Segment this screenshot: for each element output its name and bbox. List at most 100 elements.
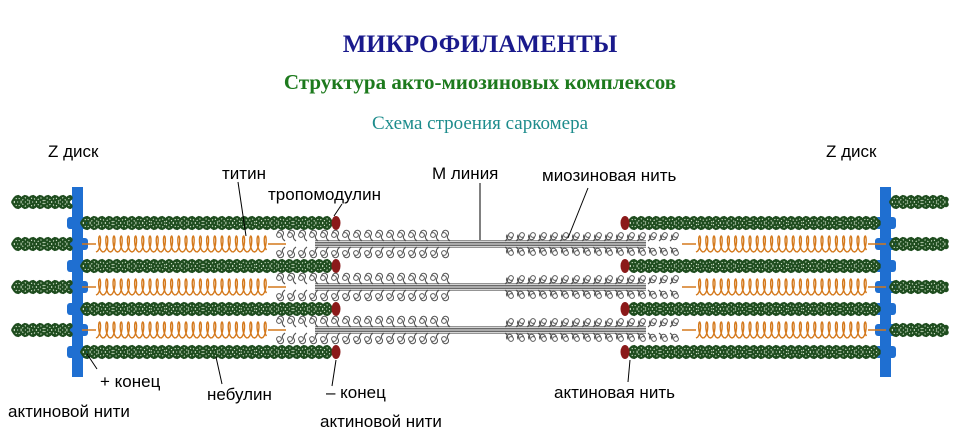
myosin-head-loop	[419, 250, 425, 256]
myosin-head-loop	[375, 336, 381, 342]
myosin-head	[298, 246, 308, 259]
myosin-head	[430, 289, 440, 302]
myosin-head-loop	[298, 232, 304, 238]
myosin-head-loop	[585, 336, 591, 342]
myosin-head	[419, 272, 429, 285]
myosin-head	[331, 229, 341, 242]
myosin-head	[658, 289, 668, 297]
myosin-head	[614, 234, 624, 242]
myosin-head	[669, 320, 679, 328]
tropomodulin-cap-left	[331, 345, 341, 359]
myosin-head	[342, 229, 352, 242]
myosin-head	[647, 277, 657, 285]
myosin-head-loop	[530, 318, 536, 324]
titin-coil	[695, 234, 868, 253]
myosin-head	[570, 320, 580, 328]
myosin-filament	[276, 315, 679, 345]
myosin-head-loop	[331, 250, 337, 256]
actin-strand	[11, 279, 73, 295]
z-disk-anchor	[875, 346, 896, 358]
myosin-head-loop	[342, 293, 348, 299]
myosin-head-loop	[276, 336, 282, 342]
tropomodulin-cap-left	[331, 216, 341, 230]
myosin-head	[526, 289, 536, 297]
myosin-head	[353, 289, 363, 302]
myosin-head-loop	[441, 232, 447, 238]
diagram-caption: Схема строения саркомера	[371, 113, 589, 134]
tropomodulin-cap-right	[620, 259, 630, 273]
myosin-head-loop	[519, 336, 525, 342]
myosin-head-loop	[375, 232, 381, 238]
myosin-head-loop	[662, 275, 668, 281]
myosin-head	[526, 277, 536, 285]
myosin-head-loop	[408, 232, 414, 238]
myosin-head	[603, 246, 613, 254]
myosin-head-loop	[585, 275, 591, 281]
myosin-head	[636, 332, 646, 340]
myosin-head	[548, 277, 558, 285]
myosin-head	[441, 289, 451, 302]
myosin-head	[342, 289, 352, 302]
myosin-head	[331, 332, 341, 345]
myosin-filament	[276, 272, 679, 302]
actin-strand	[11, 322, 73, 338]
titin-spring-right	[682, 320, 886, 339]
myosin-head-loop	[519, 275, 525, 281]
myosin-head-loop	[552, 232, 558, 238]
myosin-head-loop	[276, 232, 282, 238]
myosin-head-loop	[408, 250, 414, 256]
myosin-head-loop	[574, 232, 580, 238]
actin-bead-highlight	[629, 347, 879, 357]
myosin-head-loop	[618, 336, 624, 342]
myosin-head	[548, 246, 558, 254]
myosin-head-loop	[541, 318, 547, 324]
myosin-head-loop	[629, 318, 635, 324]
myosin-head-loop	[662, 232, 668, 238]
myosin-head-loop	[508, 275, 514, 281]
label-actin-filament: актиновая нить	[554, 383, 675, 402]
myosin-head-loop	[419, 232, 425, 238]
myosin-head-loop	[342, 250, 348, 256]
myosin-head	[408, 272, 418, 285]
myosin-head-loop	[353, 318, 359, 324]
actin-filament-left	[80, 301, 333, 317]
label-z-disk-right: Z диск	[826, 142, 877, 161]
myosin-head-loop	[673, 336, 679, 342]
actin-bead-highlight	[891, 282, 947, 292]
myosin-head-loop	[320, 250, 326, 256]
pointer-myosin	[567, 187, 589, 239]
myosin-head-loop	[574, 275, 580, 281]
myosin-head	[375, 229, 385, 242]
actin-bead-highlight	[891, 197, 947, 207]
myosin-head-loop	[276, 250, 282, 256]
myosin-head-loop	[508, 232, 514, 238]
myosin-head	[592, 320, 602, 328]
myosin-head-loop	[364, 318, 370, 324]
myosin-head	[320, 246, 330, 259]
myosin-head	[625, 289, 635, 297]
pointer-minus-end	[331, 359, 337, 387]
myosin-head	[537, 320, 547, 328]
actin-filament-outer-left	[11, 279, 73, 295]
myosin-head-loop	[651, 318, 657, 324]
myosin-head	[658, 246, 668, 254]
myosin-head-loop	[607, 275, 613, 281]
myosin-head	[276, 272, 286, 285]
myosin-head	[669, 332, 679, 340]
myosin-head-loop	[585, 293, 591, 299]
myosin-head-loop	[331, 293, 337, 299]
myosin-head	[375, 332, 385, 345]
myosin-head	[397, 315, 407, 328]
myosin-head	[430, 246, 440, 259]
actin-bead-highlight	[891, 239, 947, 249]
myosin-head-loop	[419, 293, 425, 299]
myosin-head-loop	[508, 318, 514, 324]
myosin-head-loop	[430, 232, 436, 238]
myosin-head-loop	[541, 275, 547, 281]
myosin-head-loop	[629, 336, 635, 342]
myosin-head-loop	[364, 275, 370, 281]
myosin-head	[430, 332, 440, 345]
myosin-head-loop	[276, 318, 282, 324]
myosin-head-loop	[298, 318, 304, 324]
